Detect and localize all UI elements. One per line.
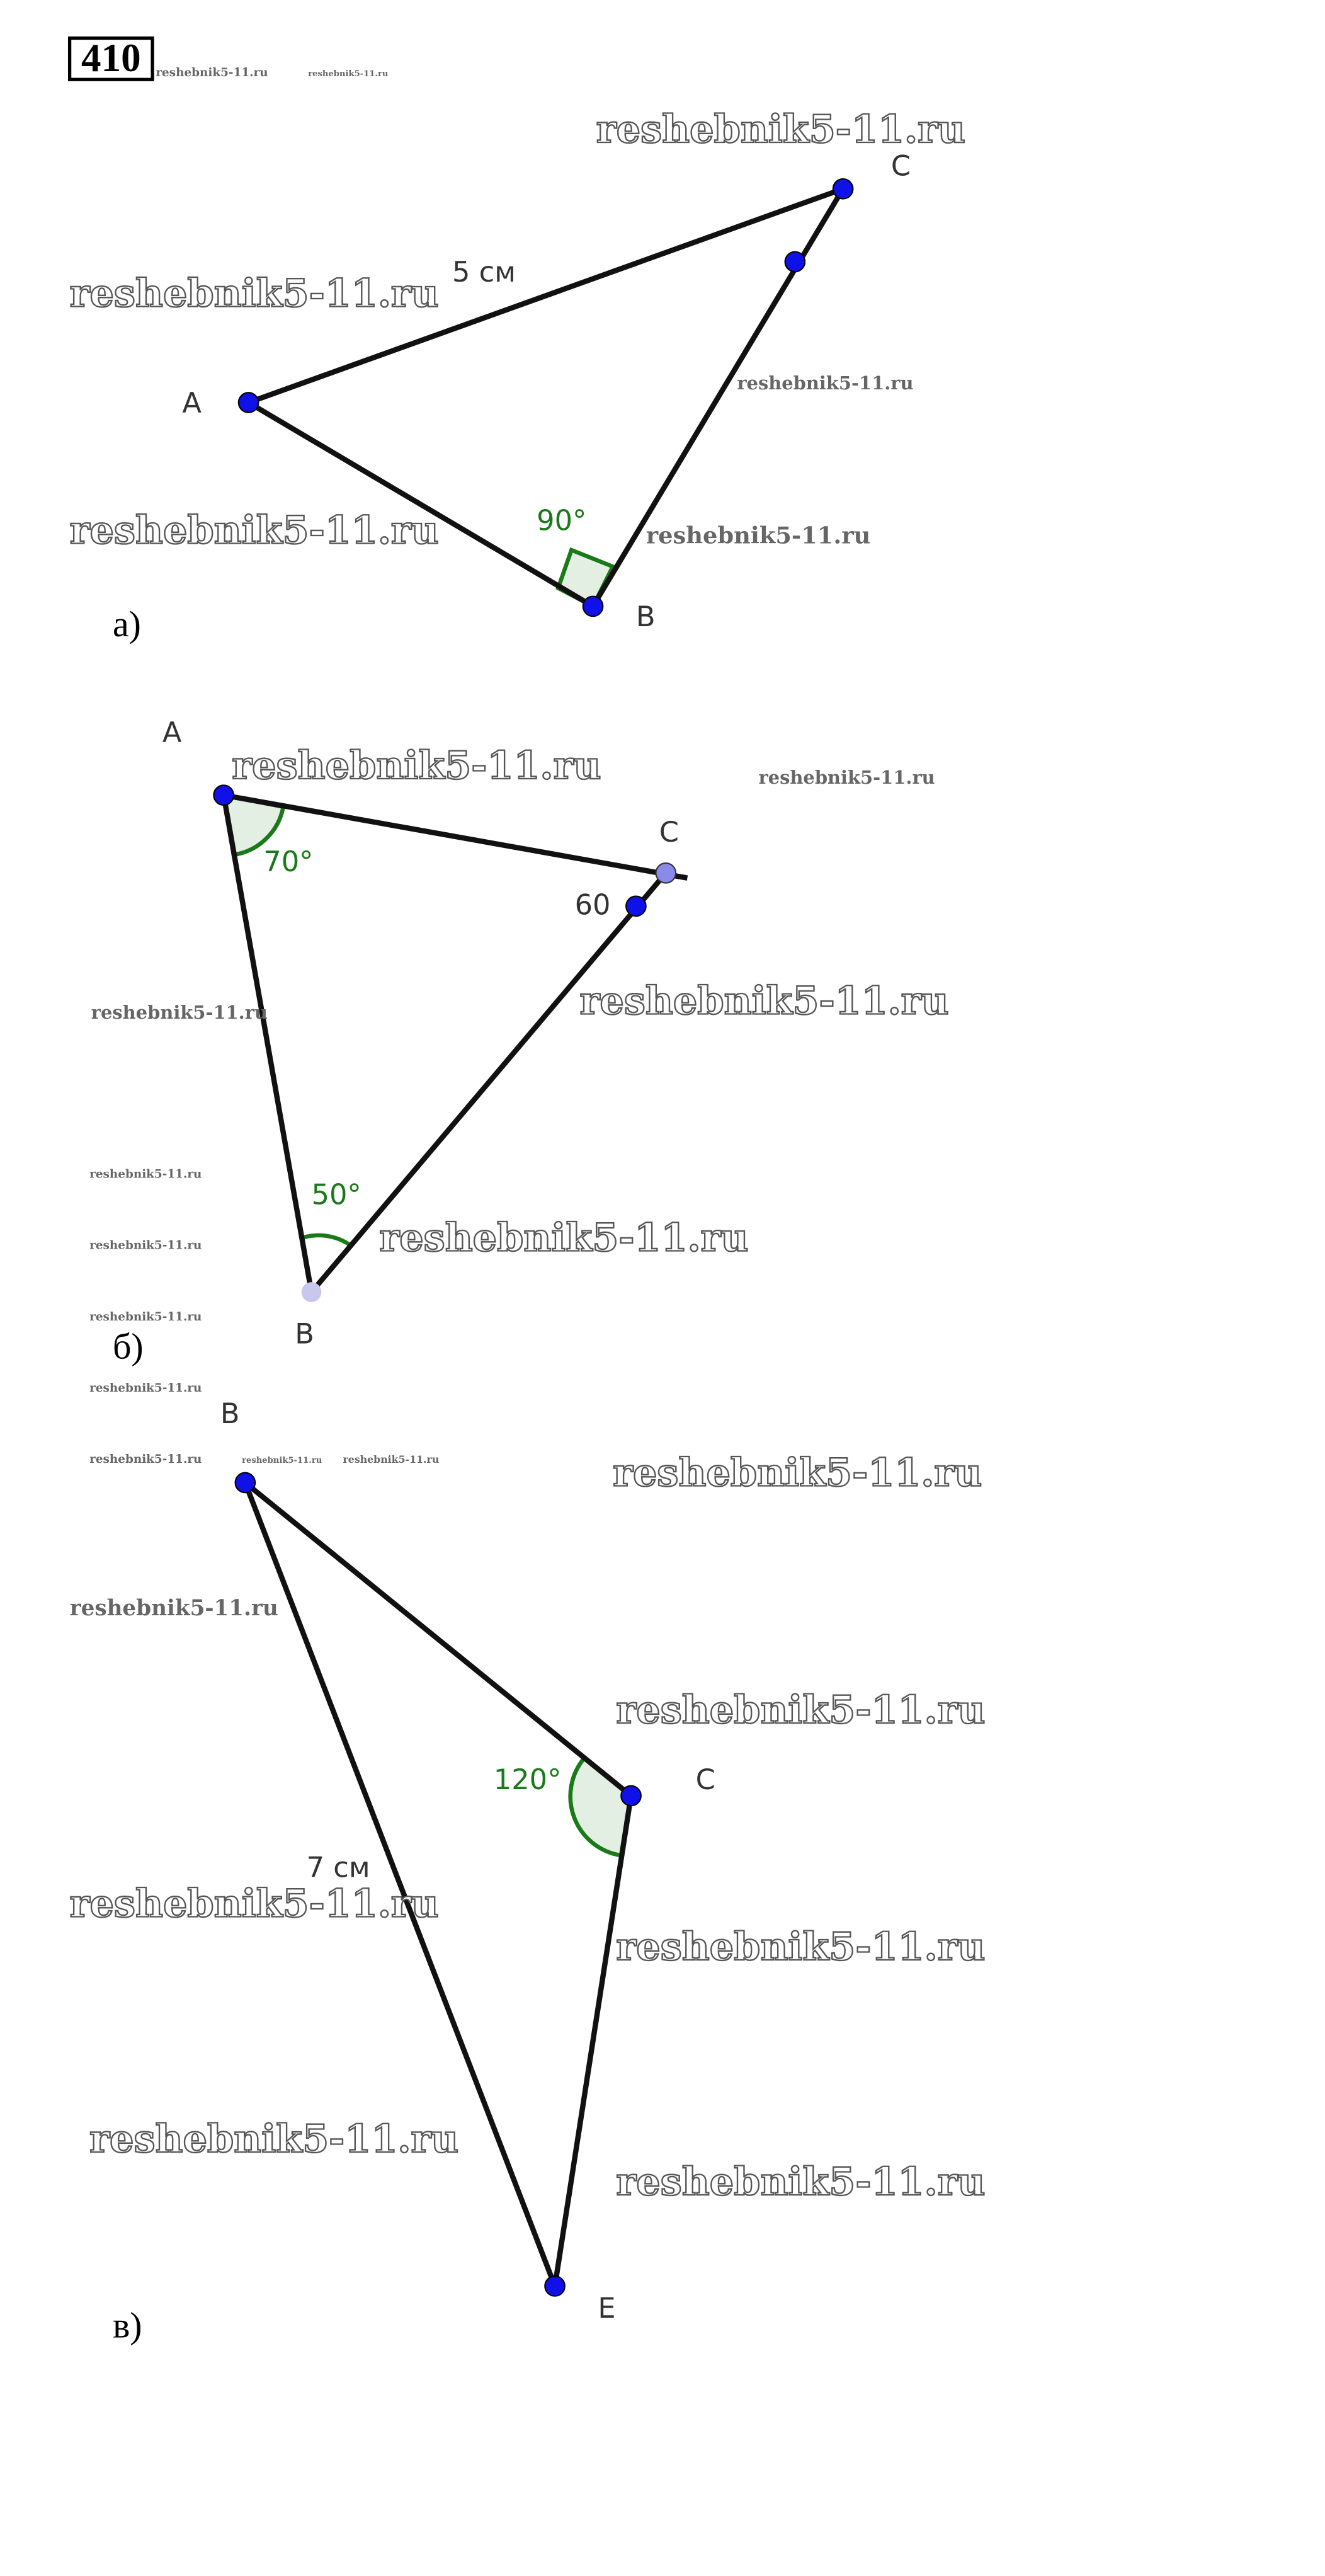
part-label: б): [113, 1325, 144, 1366]
watermark: reshebnik5-11.ru: [89, 1382, 202, 1395]
point-b: [582, 595, 604, 617]
angle-c-label: 60: [575, 889, 611, 922]
watermark: reshebnik5-11.ru: [89, 1239, 202, 1252]
watermark: reshebnik5-11.ru: [596, 107, 965, 152]
point-a: [237, 392, 259, 413]
label-c: C: [891, 150, 911, 183]
angle-a-label: 70°: [263, 845, 313, 878]
angle-b-label: 50°: [312, 1179, 361, 1211]
point-e: [544, 2275, 566, 2297]
label-a: A: [162, 716, 182, 749]
watermark: reshebnik5-11.ru: [616, 1925, 985, 1969]
triangle-c: B C E 7 см 120° в): [113, 1397, 715, 2346]
watermark: reshebnik5-11.ru: [70, 1881, 439, 1926]
point-b: [301, 1282, 322, 1302]
label-e: E: [598, 2292, 615, 2325]
label-b: B: [295, 1318, 314, 1351]
watermark: reshebnik5-11.ru: [343, 1453, 439, 1465]
label-b: B: [220, 1397, 240, 1430]
watermark: reshebnik5-11.ru: [580, 978, 949, 1023]
label-a: A: [182, 387, 202, 420]
watermark: reshebnik5-11.ru: [89, 2117, 458, 2161]
watermark: reshebnik5-11.ru: [70, 508, 439, 553]
point-extra: [625, 895, 647, 917]
point-c: [620, 1785, 642, 1807]
part-label: а): [113, 604, 141, 644]
point-extra: [784, 251, 806, 273]
watermarks: reshebnik5-11.ru reshebnik5-11.ru resheb…: [69, 106, 986, 2205]
right-angle-marker: [555, 547, 616, 609]
watermark: reshebnik5-11.ru: [70, 271, 439, 316]
watermark: reshebnik5-11.ru: [232, 743, 601, 788]
point-c: [655, 862, 677, 884]
part-label: в): [113, 2304, 142, 2345]
watermark: reshebnik5-11.ru: [242, 1456, 322, 1465]
angle-c-label: 120°: [494, 1763, 562, 1796]
label-c: C: [696, 1763, 715, 1796]
watermark: reshebnik5-11.ru: [616, 1688, 985, 1732]
watermark: reshebnik5-11.ru: [759, 767, 935, 788]
angle-b-arc: [302, 1233, 353, 1248]
angle-c-arc: [568, 1755, 634, 1858]
problem-number: 410: [81, 36, 141, 80]
side-length: 7 см: [307, 1851, 370, 1884]
watermark: reshebnik5-11.ru: [91, 1002, 268, 1023]
point-c: [832, 178, 854, 200]
label-c: C: [659, 816, 679, 849]
watermark: reshebnik5-11.ru: [379, 1215, 748, 1260]
watermark: reshebnik5-11.ru: [156, 66, 268, 79]
watermark: reshebnik5-11.ru: [89, 1453, 202, 1466]
problem-number-box: [67, 36, 154, 81]
side-length: 5 см: [452, 256, 516, 289]
watermark: reshebnik5-11.ru: [613, 1451, 982, 1496]
angle-a-arc: [221, 793, 286, 857]
watermark: reshebnik5-11.ru: [89, 1168, 202, 1181]
watermark: reshebnik5-11.ru: [308, 69, 389, 79]
watermark: reshebnik5-11.ru: [89, 1310, 202, 1324]
watermark: reshebnik5-11.ru: [616, 2160, 985, 2204]
triangle-b: A C B 70° 60 50° б): [113, 716, 688, 1366]
point-a: [213, 784, 234, 806]
angle-label: 90°: [537, 504, 586, 537]
triangle-a: A B C 5 см 90° а): [113, 150, 911, 644]
watermark: reshebnik5-11.ru: [70, 1596, 278, 1621]
label-b: B: [636, 600, 656, 633]
point-b: [234, 1472, 256, 1494]
watermark: reshebnik5-11.ru: [737, 372, 913, 394]
watermark: reshebnik5-11.ru: [646, 522, 871, 549]
